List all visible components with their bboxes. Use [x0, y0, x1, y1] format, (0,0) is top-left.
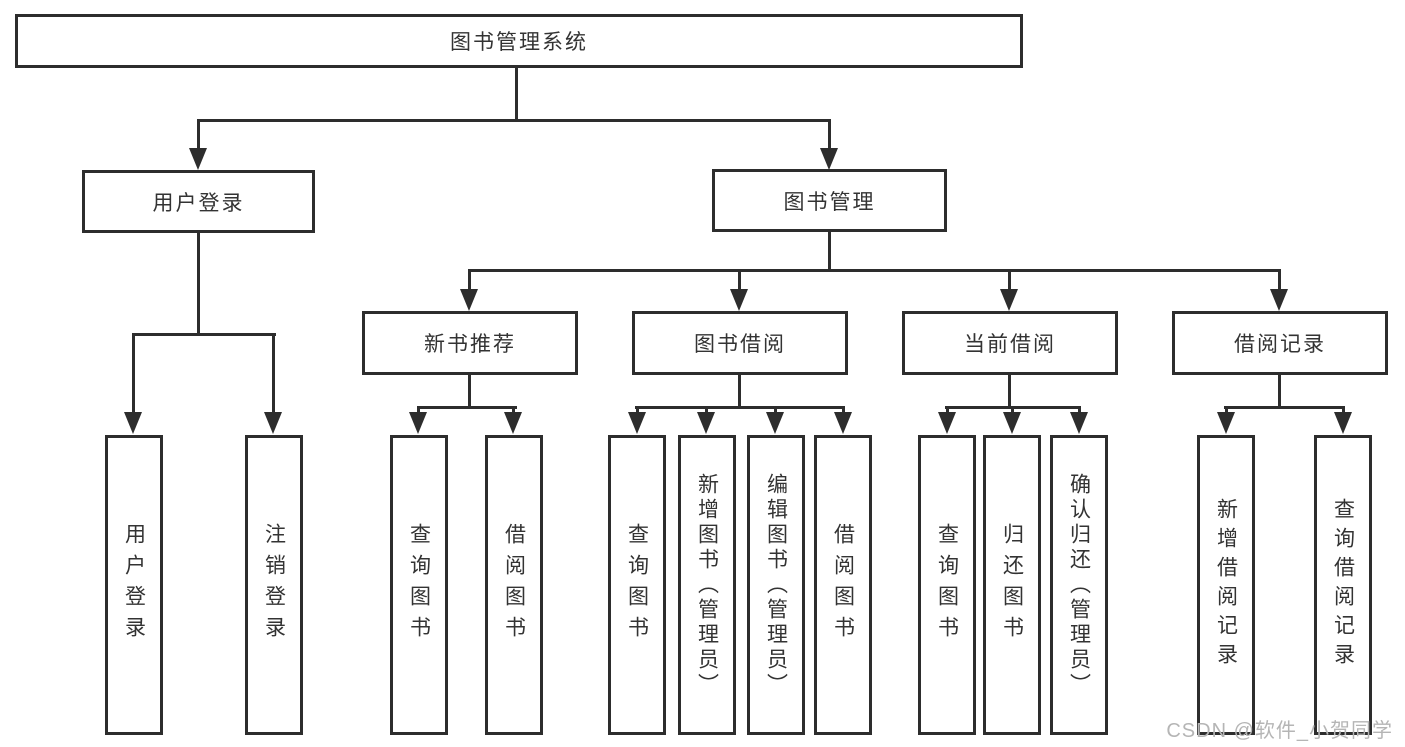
connector-vline	[515, 66, 518, 122]
node-borrow-records-label: 借阅记录	[1234, 333, 1326, 356]
connector-hline	[1224, 406, 1344, 409]
node-leaf-add-books-admin-label: 新增图书（管理员）	[695, 472, 719, 698]
connector-vline	[468, 375, 471, 409]
connector-arrowhead	[628, 412, 646, 434]
csdn-watermark: CSDN @软件_小贺同学	[1166, 720, 1393, 742]
connector-arrowhead	[730, 289, 748, 311]
connector-arrowhead	[697, 412, 715, 434]
connector-vline	[197, 233, 200, 336]
node-leaf-borrow-books-1: 借阅图书	[485, 435, 543, 735]
node-leaf-query-books-1: 查询图书	[390, 435, 448, 735]
node-leaf-confirm-return-admin-label: 确认归还（管理员）	[1067, 472, 1091, 698]
node-leaf-query-books-1-label: 查询图书	[407, 523, 431, 647]
node-book-management-label: 图书管理	[783, 190, 876, 214]
node-new-book-recommend: 新书推荐	[362, 311, 578, 375]
node-leaf-add-books-admin: 新增图书（管理员）	[678, 435, 736, 735]
node-leaf-borrow-books-1-label: 借阅图书	[502, 523, 526, 647]
connector-arrowhead	[1334, 412, 1352, 434]
connector-hline	[635, 406, 845, 409]
node-leaf-edit-books-admin: 编辑图书（管理员）	[747, 435, 805, 735]
connector-vline	[738, 269, 741, 294]
node-leaf-user-login: 用户登录	[105, 435, 163, 735]
connector-vline	[1008, 375, 1011, 409]
node-root-label: 图书管理系统	[450, 31, 588, 54]
node-user-login: 用户登录	[82, 170, 315, 233]
node-leaf-add-borrow-record: 新增借阅记录	[1197, 435, 1255, 735]
connector-arrowhead	[766, 412, 784, 434]
connector-arrowhead	[834, 412, 852, 434]
node-leaf-query-borrow-record: 查询借阅记录	[1314, 435, 1372, 735]
connector-vline	[828, 232, 831, 272]
connector-arrowhead	[1003, 412, 1021, 434]
connector-vline	[738, 375, 741, 409]
connector-arrowhead	[1070, 412, 1088, 434]
connector-hline	[197, 119, 830, 122]
node-leaf-return-books-label: 归还图书	[1000, 523, 1024, 647]
connector-arrowhead	[409, 412, 427, 434]
node-leaf-confirm-return-admin: 确认归还（管理员）	[1050, 435, 1108, 735]
connector-arrowhead	[124, 412, 142, 434]
connector-arrowhead	[264, 412, 282, 434]
node-leaf-query-books-3-label: 查询图书	[935, 523, 959, 647]
node-leaf-borrow-books-2-label: 借阅图书	[831, 523, 855, 647]
connector-vline	[272, 333, 275, 416]
connector-vline	[1278, 375, 1281, 409]
node-book-management: 图书管理	[712, 169, 947, 232]
connector-arrowhead	[938, 412, 956, 434]
connector-arrowhead	[189, 148, 207, 170]
connector-arrowhead	[1217, 412, 1235, 434]
connector-vline	[132, 333, 135, 416]
node-leaf-query-books-2: 查询图书	[608, 435, 666, 735]
connector-vline	[828, 119, 831, 152]
node-leaf-return-books: 归还图书	[983, 435, 1041, 735]
connector-vline	[197, 119, 200, 152]
node-leaf-query-borrow-record-label: 查询借阅记录	[1331, 498, 1355, 672]
node-user-login-label: 用户登录	[152, 191, 245, 215]
connector-hline	[468, 269, 1281, 272]
connector-vline	[1278, 269, 1281, 294]
node-new-book-recommend-label: 新书推荐	[424, 333, 516, 356]
connector-arrowhead	[504, 412, 522, 434]
connector-arrowhead	[820, 148, 838, 170]
node-leaf-query-books-3: 查询图书	[918, 435, 976, 735]
node-leaf-logout: 注销登录	[245, 435, 303, 735]
node-current-borrow: 当前借阅	[902, 311, 1118, 375]
node-current-borrow-label: 当前借阅	[964, 333, 1056, 356]
node-leaf-add-borrow-record-label: 新增借阅记录	[1214, 498, 1238, 672]
node-book-borrow: 图书借阅	[632, 311, 848, 375]
node-leaf-edit-books-admin-label: 编辑图书（管理员）	[764, 472, 788, 698]
connector-vline	[1008, 269, 1011, 294]
connector-hline	[417, 406, 517, 409]
connector-arrowhead	[460, 289, 478, 311]
connector-vline	[468, 269, 471, 294]
node-leaf-logout-label: 注销登录	[262, 523, 286, 647]
node-leaf-user-login-label: 用户登录	[122, 523, 146, 647]
connector-arrowhead	[1270, 289, 1288, 311]
node-root: 图书管理系统	[15, 14, 1023, 68]
node-borrow-records: 借阅记录	[1172, 311, 1388, 375]
connector-arrowhead	[1000, 289, 1018, 311]
connector-hline	[132, 333, 276, 336]
node-leaf-query-books-2-label: 查询图书	[625, 523, 649, 647]
node-book-borrow-label: 图书借阅	[694, 333, 786, 356]
node-leaf-borrow-books-2: 借阅图书	[814, 435, 872, 735]
